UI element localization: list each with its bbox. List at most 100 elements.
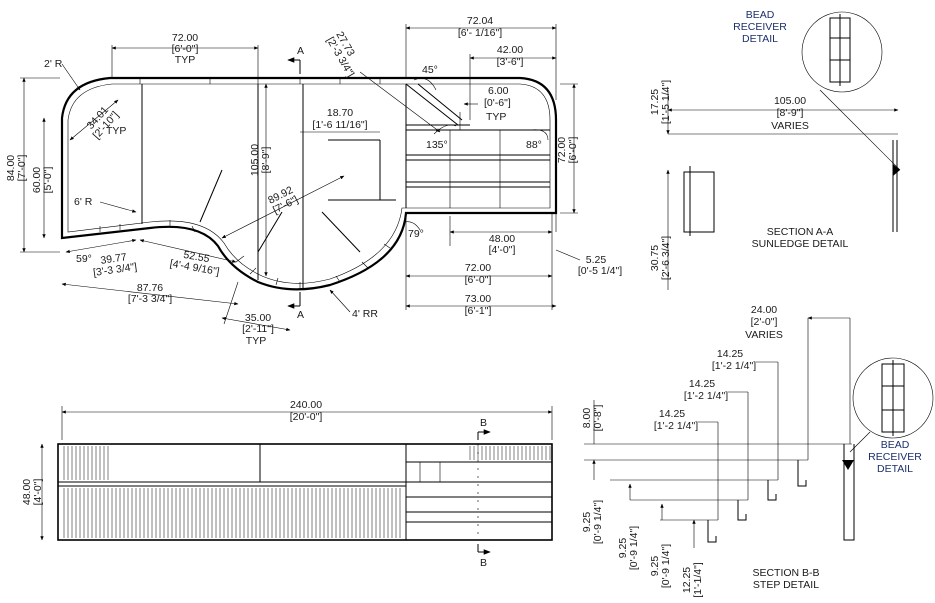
dim-35-ft: [2'-11"]	[242, 323, 274, 335]
bead-receiver-detail-circle-b	[852, 357, 934, 439]
section-a-title: SECTION A-A	[767, 226, 834, 238]
wall-hatch-right	[469, 446, 551, 460]
sec-b-dim-24-ft: [2'-0"]	[751, 316, 778, 328]
dim-35: 35.00	[245, 312, 271, 324]
sec-b-dim-24: 24.00	[751, 304, 777, 316]
dim-1870-ft: [1'-6 11/16"]	[312, 119, 367, 131]
sec-b-dim-1225: 12.25	[681, 567, 693, 593]
dim-105: 105.00	[249, 144, 261, 176]
dim-72-bot-ft: [6'-0"]	[465, 274, 492, 286]
bead-label-a-2: RECEIVER	[733, 21, 787, 33]
sec-b-varies: VARIES	[745, 329, 783, 341]
section-b-b: 24.00 [2'-0"] VARIES 14.25 [1'-2 1/4"] 1…	[581, 304, 934, 598]
dim-72-right: 72.00	[556, 137, 568, 163]
dim-60: 60.00	[31, 167, 43, 193]
dim-3977-ft: [3'-3 3/4"]	[92, 261, 138, 279]
section-a-bottom: A	[297, 309, 304, 321]
dim-48-ft: [4'-0"]	[489, 244, 516, 256]
dim-8776-ft: [7'-3 3/4"]	[128, 293, 172, 305]
section-b-subtitle: STEP DETAIL	[753, 579, 819, 591]
dim-7204-ft: [6'- 1/16"]	[458, 27, 502, 39]
sec-b-dim-8: 8.00	[581, 408, 593, 429]
dim-42-ft: [3'-6"]	[497, 56, 524, 68]
dim-72-top-typ: TYP	[175, 54, 195, 66]
sec-b-dim-925a-ft: [0'-9 1/4"]	[592, 500, 604, 544]
pool-outline	[60, 76, 558, 291]
dim-3977: 39.77	[100, 251, 128, 267]
elev-dim-48: 48.00	[21, 479, 33, 505]
dim-6-ft: [0'-6"]	[484, 97, 511, 109]
dim-8776: 87.76	[137, 282, 163, 294]
sec-b-dim-1425b-ft: [1'-2 1/4"]	[684, 390, 728, 402]
sec-a-dim-1725-ft: [1'-5 1/4"]	[660, 80, 672, 124]
sec-b-dim-925b: 9.25	[617, 538, 629, 559]
section-b-bottom: B	[480, 557, 487, 569]
dim-525: 5.25	[586, 254, 607, 266]
dim-72-top-ft: [6'-0"]	[172, 43, 199, 55]
elevation-view: 240.00 [20'-0"] 48.00 [4'-0"] B B	[21, 399, 553, 569]
radius-2-label: 2' R	[44, 58, 63, 70]
radius-4-label: 4' RR	[352, 308, 378, 320]
angle-45: 45°	[422, 64, 438, 76]
bead-label-b-1: BEAD	[881, 439, 910, 451]
wall-hatch-left	[63, 446, 109, 480]
radius-6-label: 6' R	[74, 196, 93, 208]
section-b-title: SECTION B-B	[752, 567, 819, 579]
dim-35-typ: TYP	[246, 335, 266, 347]
dim-72-top: 72.00	[172, 32, 198, 44]
section-a-top: A	[297, 45, 304, 57]
section-b-top: B	[480, 417, 487, 429]
dim-60-ft: [5'-0"]	[42, 167, 54, 194]
sunledge-block	[683, 171, 715, 233]
dim-73-ft: [6'-1"]	[465, 305, 492, 317]
sec-b-dim-925c-ft: [0'-9 1/4"]	[660, 544, 672, 588]
elevation-frame	[57, 443, 553, 541]
dim-48: 48.00	[489, 233, 515, 245]
dim-5255: 52.55	[183, 249, 211, 265]
pool-inner-outline	[67, 83, 551, 284]
sec-b-dim-925a: 9.25	[581, 512, 593, 533]
dim-72-bot: 72.00	[465, 262, 491, 274]
brace	[199, 169, 223, 223]
sec-b-dim-1225-ft: [1'-1/4"]	[692, 562, 704, 598]
sec-b-dim-1425c: 14.25	[659, 408, 685, 420]
section-a-subtitle: SUNLEDGE DETAIL	[752, 238, 849, 250]
elev-dim-240-ft: [20'-0"]	[290, 411, 323, 423]
dim-84: 84.00	[5, 155, 17, 181]
sec-b-dim-925b-ft: [0'-9 1/4"]	[628, 526, 640, 570]
dim-84-ft: [7'-0"]	[16, 155, 28, 182]
angle-88: 88°	[526, 139, 542, 151]
bead-label-a-3: DETAIL	[742, 33, 778, 45]
steps	[405, 83, 550, 208]
plan-view: 72.00 [6'-0"] TYP A A 2' R 34.01 [2'-10"…	[5, 15, 622, 347]
dim-6: 6.00	[488, 85, 509, 97]
angle-79: 79°	[408, 228, 424, 240]
dim-73: 73.00	[465, 293, 491, 305]
sec-b-dim-1425a-ft: [1'-2 1/4"]	[712, 360, 756, 372]
elev-dim-240: 240.00	[290, 399, 322, 411]
sec-a-dim-105-ft: [8'-9"]	[777, 107, 804, 119]
wall-hatch-middle	[63, 488, 401, 538]
dim-34-typ: TYP	[106, 125, 126, 137]
dim-7204: 72.04	[467, 15, 493, 27]
dim-105-ft: [8'-9"]	[260, 147, 272, 174]
sec-a-dim-105: 105.00	[774, 95, 806, 107]
sec-b-dim-1425c-ft: [1'-2 1/4"]	[654, 420, 698, 432]
angle-135: 135°	[426, 139, 448, 151]
dim-6-typ: TYP	[486, 111, 506, 123]
sec-a-varies: VARIES	[771, 120, 809, 132]
sec-a-dim-3075: 30.75	[649, 245, 661, 271]
sec-b-dim-925c: 9.25	[649, 556, 661, 577]
dim-1870: 18.70	[327, 107, 353, 119]
sec-a-dim-1725: 17.25	[649, 89, 661, 115]
dim-72-right-ft: [6'-0"]	[567, 137, 579, 164]
sec-a-dim-3075-ft: [2'-6 3/4"]	[660, 236, 672, 280]
top-bead-ticks	[139, 78, 381, 84]
sec-b-dim-1425a: 14.25	[717, 348, 743, 360]
bead-label-a-1: BEAD	[746, 9, 775, 21]
bead-receiver-detail-circle-a	[801, 11, 883, 93]
dim-42: 42.00	[497, 44, 523, 56]
section-a-a: BEAD RECEIVER DETAIL 105.00 [8'-9"] VARI…	[649, 9, 901, 290]
